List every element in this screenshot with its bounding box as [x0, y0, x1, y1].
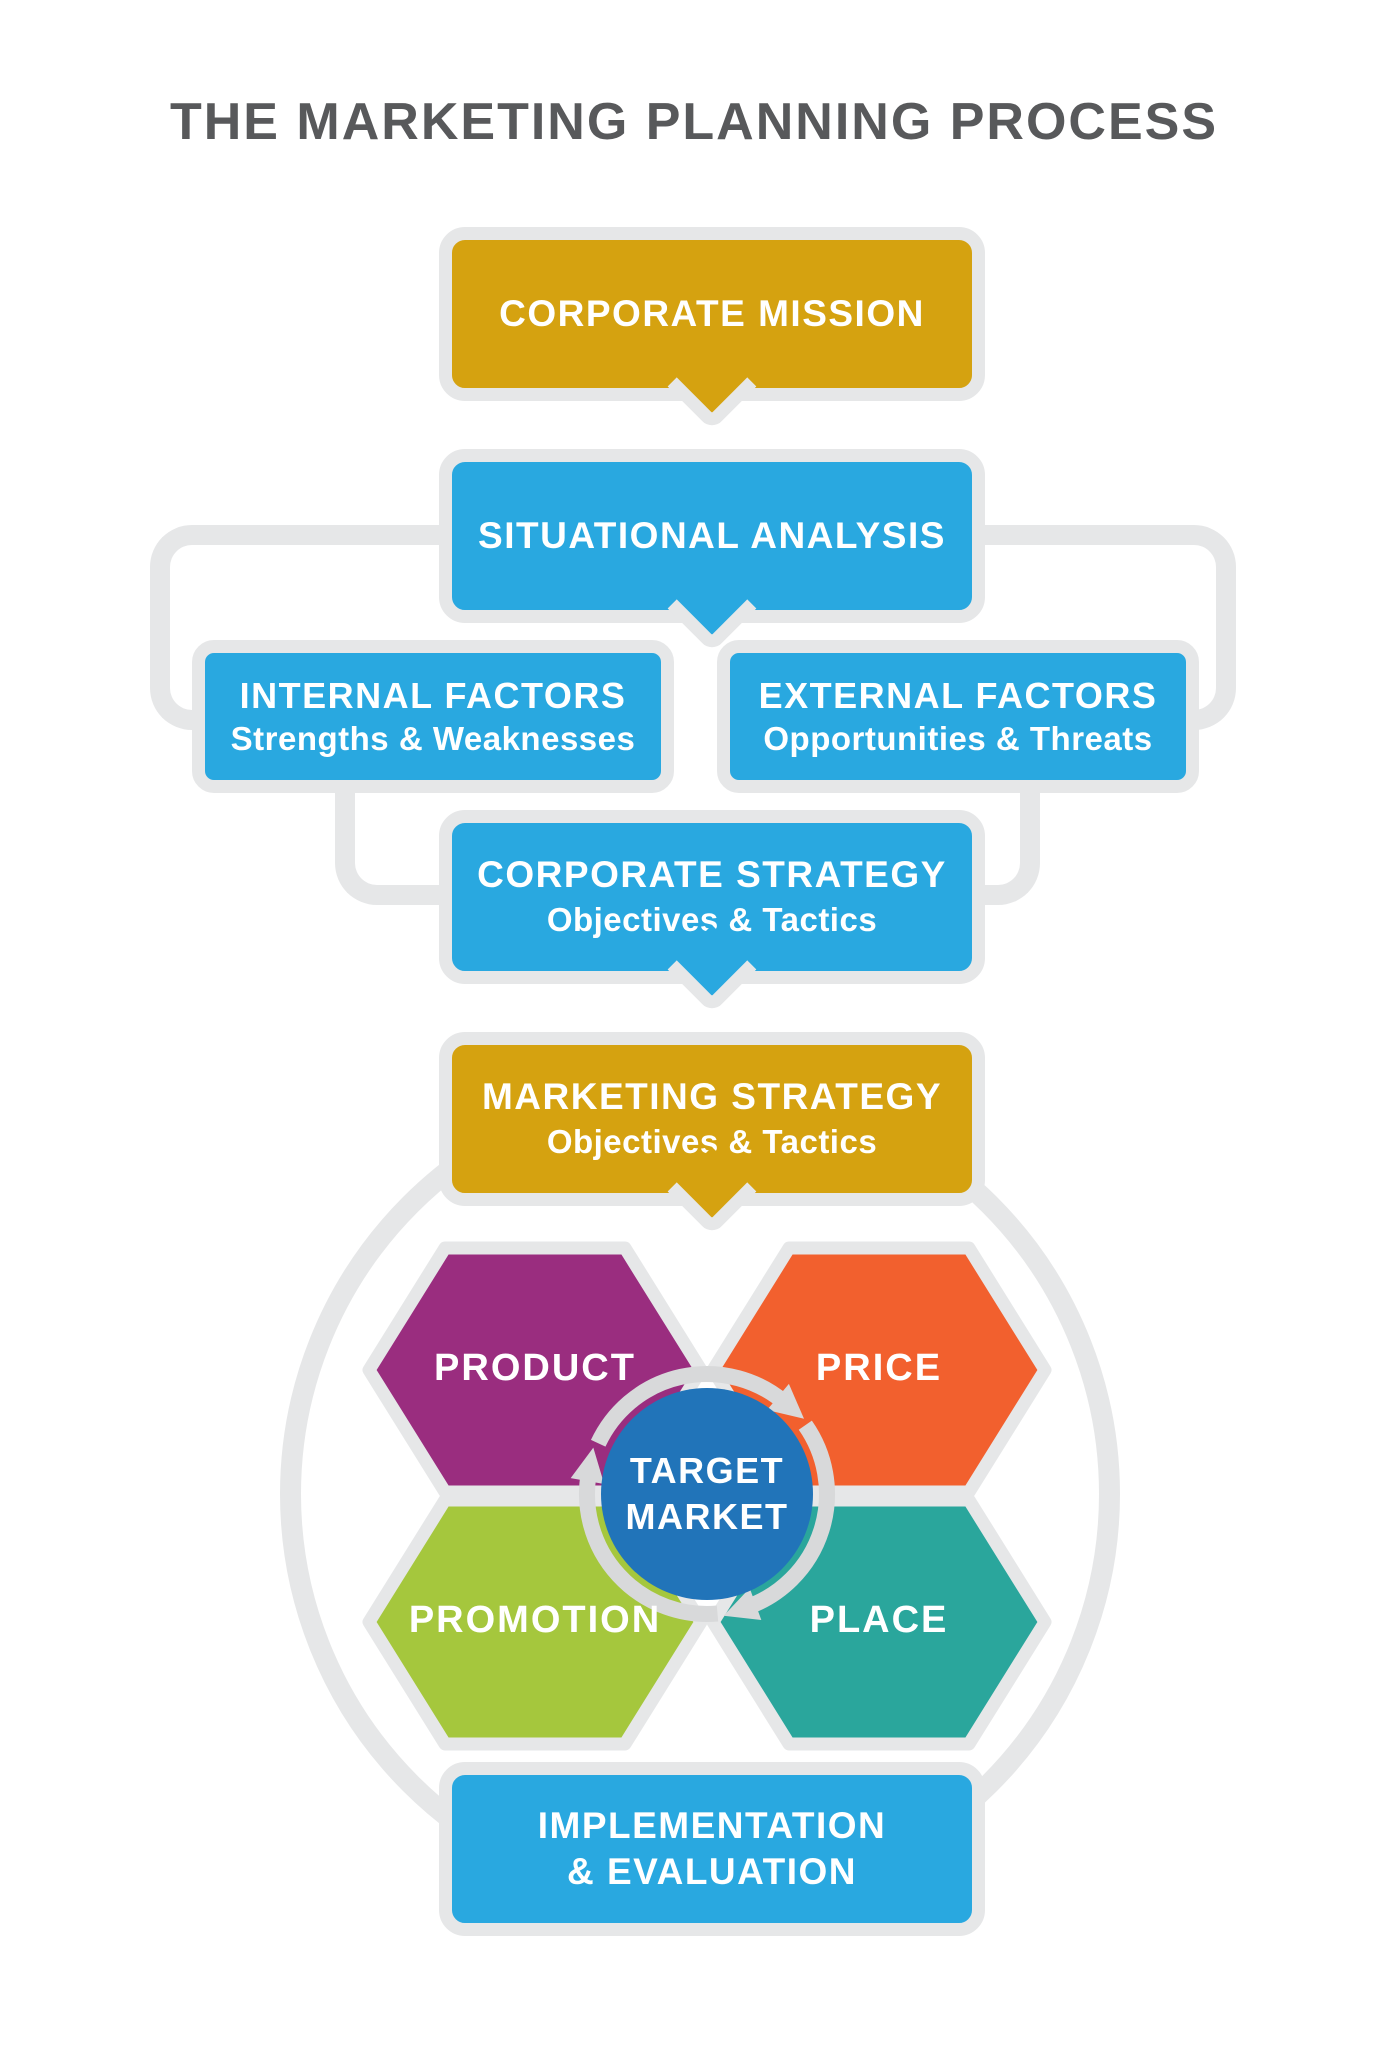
- node-label: SITUATIONAL ANALYSIS: [478, 514, 946, 556]
- node-corporate-mission: CORPORATE MISSION: [439, 227, 985, 432]
- price-label: PRICE: [815, 1347, 943, 1389]
- node-sublabel: Strengths & Weaknesses: [230, 719, 636, 757]
- target-market-line2: MARKET: [625, 1496, 789, 1537]
- node-marketing-strategy: MARKETING STRATEGY Objectives & Tactics: [439, 1032, 985, 1237]
- node-corporate-strategy: CORPORATE STRATEGY Objectives & Tactics: [439, 810, 985, 1015]
- cycle-arc: [579, 1471, 719, 1622]
- node-internal-factors: INTERNAL FACTORS Strengths & Weaknesses: [192, 640, 674, 793]
- page-title: THE MARKETING PLANNING PROCESS: [169, 93, 1219, 151]
- cycle-arrows: [579, 1366, 835, 1622]
- target-market-label: TARGET MARKET: [577, 1448, 837, 1540]
- cycle-arc: [590, 1366, 790, 1447]
- node-external-factors: EXTERNAL FACTORS Opportunities & Threats: [717, 640, 1199, 793]
- cycle-arc: [745, 1420, 835, 1615]
- place-label: PLACE: [809, 1599, 949, 1641]
- node-label: CORPORATE MISSION: [499, 292, 925, 334]
- promotion-label: PROMOTION: [408, 1599, 662, 1641]
- node-implementation-evaluation: IMPLEMENTATION & EVALUATION: [439, 1762, 985, 1936]
- promotion-hexagon: [362, 1493, 708, 1751]
- node-situational-analysis: SITUATIONAL ANALYSIS: [439, 449, 985, 654]
- node-sublabel: Opportunities & Threats: [763, 719, 1153, 757]
- node-label: EXTERNAL FACTORS: [758, 674, 1158, 716]
- node-label: IMPLEMENTATION: [537, 1804, 887, 1846]
- cycle-arrowhead-icon: [570, 1447, 605, 1485]
- product-label: PRODUCT: [434, 1347, 636, 1389]
- cycle-arrowhead-icon: [723, 1588, 762, 1621]
- cycle-arrowhead-icon: [767, 1383, 805, 1419]
- node-label: CORPORATE STRATEGY: [477, 854, 947, 896]
- node-label: MARKETING STRATEGY: [481, 1076, 943, 1118]
- node-label: INTERNAL FACTORS: [239, 674, 627, 716]
- target-market-circle: [601, 1388, 813, 1600]
- node-sublabel: & EVALUATION: [566, 1851, 857, 1892]
- target-market-line1: TARGET: [629, 1450, 785, 1491]
